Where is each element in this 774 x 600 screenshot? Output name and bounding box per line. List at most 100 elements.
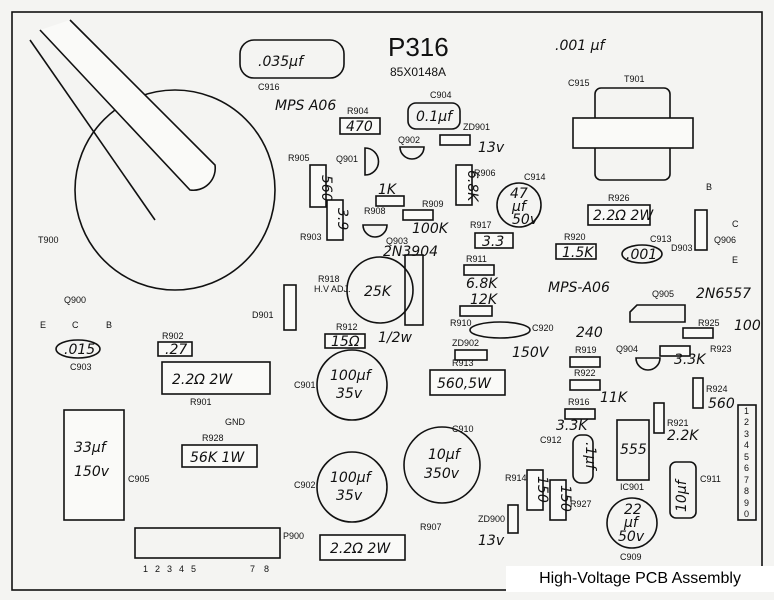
q900-label: Q900 [64, 295, 86, 305]
r920 [555, 243, 597, 260]
p900-pins: 1 2 3 4 5 7 8 [143, 564, 269, 574]
c916 [239, 39, 345, 79]
d901 [283, 284, 297, 331]
c905 [63, 409, 125, 521]
r903-label: R903 [300, 232, 322, 242]
p900-pin: 3 [167, 564, 172, 574]
q904-label: Q904 [616, 344, 638, 354]
d901-label: D901 [252, 310, 274, 320]
r928-label: R928 [202, 433, 224, 443]
c914-voltage: 50v [512, 212, 539, 228]
c909-voltage: 50v [618, 529, 645, 545]
q906-label: Q906 [714, 235, 736, 245]
p900-pin: 1 [143, 564, 148, 574]
c914-value: 47 [510, 186, 528, 202]
c905-label: C905 [128, 474, 150, 484]
zd900-label: ZD900 [478, 514, 505, 524]
r902 [157, 341, 193, 357]
r901-value: 2.2Ω 2W [172, 372, 233, 388]
r902-label: R902 [162, 331, 184, 341]
r903-value: 3.9 [334, 208, 350, 230]
r910-value: 12K [470, 292, 499, 308]
r904-label: R904 [347, 106, 369, 116]
q906-c: C [732, 219, 739, 229]
c913 [621, 244, 663, 264]
r925-value: 100 [734, 318, 761, 334]
gnd-label: GND [225, 417, 246, 427]
r918-label: R918 [318, 274, 340, 284]
hv-adj-label: H.V ADJ. [314, 284, 351, 294]
c912-label: C912 [540, 435, 562, 445]
q903-value: 2N3904 [383, 244, 438, 260]
r907-value: 2.2Ω 2W [330, 541, 391, 557]
c909-value: 22 [624, 502, 642, 518]
zd902-value: 150V [512, 345, 550, 361]
t901-core [572, 117, 694, 149]
c914 [496, 182, 542, 228]
c909 [606, 497, 658, 549]
r911 [463, 264, 495, 276]
r908-value: 1K [378, 182, 398, 198]
r913-value: 560,5W [437, 376, 492, 392]
c904-label: C904 [430, 90, 452, 100]
r928 [181, 444, 258, 468]
r904-value: 470 [346, 119, 373, 135]
c912 [572, 434, 594, 484]
edge-connector: 1 2 3 4 5 6 7 8 9 0 [737, 404, 757, 521]
r909-value: 100K [412, 221, 450, 237]
c904 [407, 102, 461, 130]
board-part-number: 85X0148A [390, 65, 446, 79]
figure-caption: High-Voltage PCB Assembly [506, 566, 774, 592]
r921-label: R921 [667, 418, 689, 428]
c902-value: 100µf [330, 470, 373, 486]
r914-label: R914 [505, 473, 527, 483]
edge-pin: 8 [744, 486, 749, 496]
r919 [569, 356, 601, 368]
r927 [549, 479, 567, 521]
c914-label: C914 [524, 172, 546, 182]
r919-label: R919 [575, 345, 597, 355]
c903-value: .015 [64, 342, 95, 358]
zd900-value: 13v [478, 533, 505, 549]
q901 [364, 147, 380, 176]
r919-value: 240 [576, 325, 603, 341]
q900-b: B [106, 320, 112, 330]
q906-e: E [732, 255, 738, 265]
t900-band [39, 19, 217, 192]
d903-label: D903 [671, 243, 693, 253]
c910 [403, 426, 481, 504]
r906-label: R906 [474, 168, 496, 178]
q905-value: 2N6557 [696, 286, 751, 302]
zd901-value: 13v [478, 140, 505, 156]
r901 [161, 361, 271, 395]
r902-value: .27 [165, 342, 187, 358]
c915-value: .001 µf [555, 38, 607, 54]
p900-pin: 7 [250, 564, 255, 574]
r912-wattage: 1/2w [378, 330, 413, 346]
t900-lead [29, 39, 156, 221]
r918-pot[interactable] [346, 256, 414, 324]
t900-core [74, 89, 276, 291]
edge-pin: 1 [744, 406, 749, 416]
r916-label: R916 [568, 397, 590, 407]
c916-value: .035µf [258, 54, 305, 70]
p900-pin: 2 [155, 564, 160, 574]
mps-a06-note-2: MPS-A06 [548, 280, 610, 296]
r923 [659, 345, 691, 357]
edge-pin: 0 [744, 509, 749, 519]
c901-label: C901 [294, 380, 316, 390]
r913-label: R913 [452, 358, 474, 368]
c905-value: 33µf [74, 440, 108, 456]
c920 [469, 321, 531, 339]
r910 [459, 305, 493, 317]
r914 [526, 469, 544, 511]
board-title: P316 [388, 32, 449, 62]
edge-pin: 3 [744, 429, 749, 439]
q902-label: Q902 [398, 135, 420, 145]
r912-value: 15Ω [331, 334, 360, 350]
r922-value: 11K [600, 390, 629, 406]
r916-value: 3.3K [556, 418, 589, 434]
q900-e: E [40, 320, 46, 330]
r903 [326, 199, 344, 241]
